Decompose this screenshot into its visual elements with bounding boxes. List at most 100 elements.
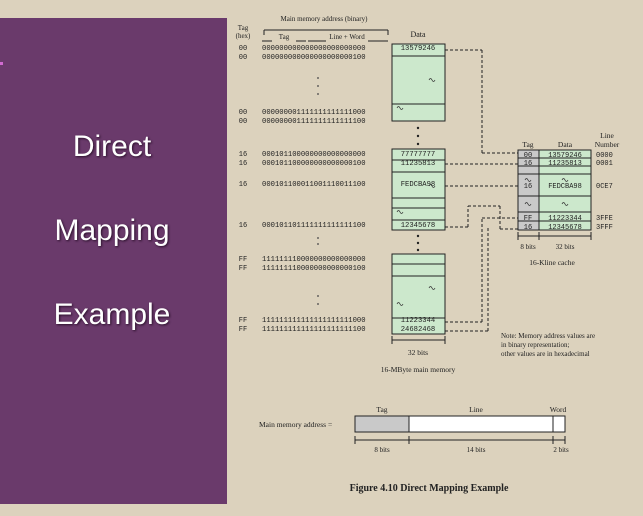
discontinuity-mark (428, 286, 436, 290)
tag-hex-header: Tag (238, 24, 249, 32)
ellipsis-dot (317, 243, 319, 245)
cache-row-data: FEDCBA98 (548, 183, 582, 191)
address-format-label: Main memory address = (259, 420, 332, 429)
address-word-bits: 2 bits (553, 446, 569, 454)
memory-row-tag: FF (239, 265, 247, 273)
memory-row-data: 11235813 (401, 160, 436, 168)
memory-row-address: 000101101111111111111100 (262, 222, 366, 230)
ellipsis-dot (416, 241, 420, 245)
cache-data-header: Data (558, 140, 573, 149)
ellipsis-dot (317, 77, 319, 79)
memory-row-address: 000101100011001110011100 (262, 181, 366, 189)
discontinuity-mark (561, 178, 569, 182)
bullet-marker (0, 62, 3, 65)
ellipsis-dot (416, 126, 420, 130)
cache-row-line: 0000 (596, 152, 613, 160)
figure-caption: Figure 4.10 Direct Mapping Example (350, 483, 509, 494)
address-line-name: Line (469, 405, 483, 414)
cache-row-data: 13579246 (548, 152, 582, 160)
memory-row-data: FEDCBA98 (401, 181, 436, 189)
ellipsis-dot (416, 248, 420, 252)
discontinuity-mark (396, 302, 404, 306)
ellipsis-dot (317, 303, 319, 305)
address-tag-name: Tag (376, 405, 387, 414)
memory-block-3 (391, 253, 446, 335)
discontinuity-mark (396, 106, 404, 110)
memory-row-tag: FF (239, 317, 247, 325)
title-panel: Direct Mapping Example (0, 18, 227, 504)
address-word-field (552, 415, 566, 433)
cache-row-tag: 16 (524, 160, 532, 168)
memory-row-tag: 16 (239, 151, 247, 159)
cache-row-data: 11235813 (548, 160, 582, 168)
tag-hex-header-2: (hex) (236, 32, 251, 40)
discontinuity-mark (396, 210, 404, 214)
memory-row-address: 000101100000000000000000 (262, 151, 366, 159)
address-line-bits: 14 bits (467, 446, 486, 454)
ellipsis-dot (416, 234, 420, 238)
cache-row-tag: 16 (524, 183, 532, 191)
memory-row-address: 111111111111111111111000 (262, 317, 366, 325)
ellipsis-dot (317, 85, 319, 87)
memory-row-data: 13579246 (401, 45, 436, 53)
memory-row-tag: 16 (239, 160, 247, 168)
cache-row-line: 0CE7 (596, 183, 613, 191)
memory-row-address: 000000000000000000000000 (262, 45, 366, 53)
memory-row-address: 000000001111111111111100 (262, 118, 366, 126)
memory-row-tag: FF (239, 256, 247, 264)
memory-block-1 (391, 43, 446, 122)
memory-row-tag: 00 (239, 45, 247, 53)
tag-field-header: Tag (279, 33, 290, 41)
note-line: other values are in hexadecimal (501, 350, 590, 358)
cache-row-tag: FF (524, 215, 532, 223)
memory-row-tag: FF (239, 326, 247, 334)
data-header: Data (410, 30, 426, 39)
memory-row-tag: 16 (239, 222, 247, 230)
title-line-3: Example (53, 298, 171, 331)
cache-caption: 16-Kline cache (529, 258, 575, 267)
cache-row-line: 0001 (596, 160, 613, 168)
ellipsis-dot (416, 142, 420, 146)
cache-line-header: Line (600, 131, 614, 140)
discontinuity-mark (428, 78, 436, 82)
address-word-name: Word (550, 405, 567, 414)
discontinuity-mark (561, 202, 569, 206)
memory-width-label: 32 bits (408, 348, 428, 357)
address-binary-header: Main memory address (binary) (281, 15, 369, 23)
cache-row-data: 12345678 (548, 224, 582, 232)
memory-row-tag: 00 (239, 109, 247, 117)
ellipsis-dot (416, 134, 420, 138)
ellipsis-dot (317, 295, 319, 297)
cache-row-tag: 16 (524, 224, 532, 232)
memory-row-data: 12345678 (401, 222, 436, 230)
discontinuity-mark (428, 184, 436, 188)
cache-row-tag: 00 (524, 152, 532, 160)
ellipsis-dot (317, 237, 319, 239)
memory-row-address: 000000000000000000000100 (262, 54, 366, 62)
discontinuity-mark (524, 178, 532, 182)
memory-row-tag: 16 (239, 181, 247, 189)
ellipsis-dot (317, 93, 319, 95)
memory-row-tag: 00 (239, 54, 247, 62)
address-line-field (408, 415, 554, 433)
cache-row-line: 3FFF (596, 224, 613, 232)
address-tag-bits: 8 bits (374, 446, 390, 454)
title-line-2: Mapping (54, 214, 170, 247)
cache-tag-header: Tag (522, 140, 533, 149)
cache-data-column (538, 149, 592, 231)
cache-tag-width: 8 bits (520, 243, 536, 251)
memory-row-address: 111111110000000000000100 (262, 265, 366, 273)
memory-row-address: 000101100000000000000100 (262, 160, 366, 168)
line-word-header: Line + Word (329, 33, 365, 41)
memory-block-2 (391, 148, 446, 231)
memory-row-address: 111111110000000000000000 (262, 256, 366, 264)
note-line: in binary representation; (501, 341, 569, 349)
memory-row-data: 77777777 (401, 151, 436, 159)
memory-caption: 16-MByte main memory (381, 365, 456, 374)
memory-row-address: 111111111111111111111100 (262, 326, 366, 334)
discontinuity-mark (524, 202, 532, 206)
memory-row-address: 000000001111111111111000 (262, 109, 366, 117)
memory-row-tag: 00 (239, 118, 247, 126)
